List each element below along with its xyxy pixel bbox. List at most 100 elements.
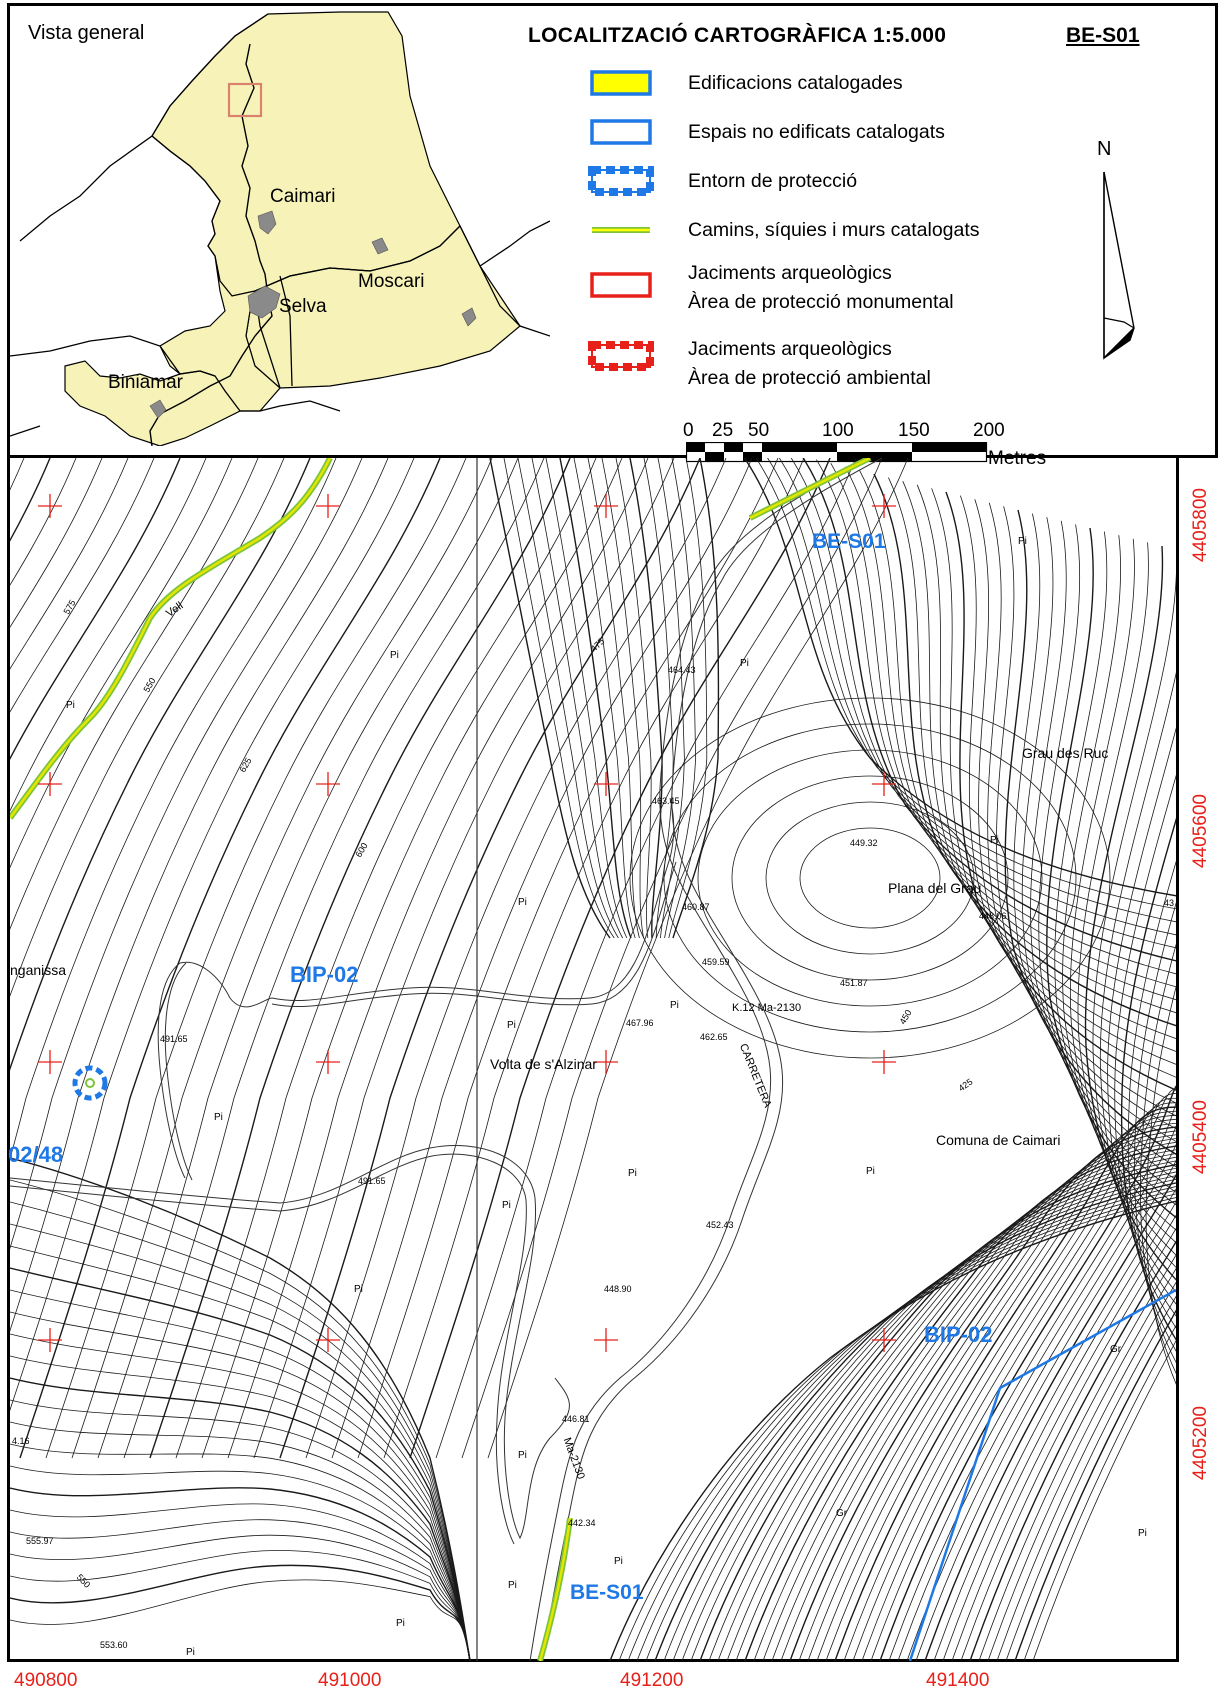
map-frame	[7, 455, 1179, 1662]
spot-elevation: 491.65	[160, 1034, 188, 1044]
spot-elevation: 555.97	[26, 1536, 54, 1546]
overview-title: Vista general	[28, 22, 145, 44]
scale-tick-100: 100	[822, 420, 854, 441]
north-arrow-icon	[1103, 171, 1135, 360]
veg-code: Pi	[518, 897, 527, 908]
legend-label-paths: Camins, síquies i murs catalogats	[688, 219, 980, 241]
veg-code: Pi	[1138, 1528, 1147, 1539]
spot-elevation: 446.81	[562, 1414, 590, 1424]
spot-elevation: 459.59	[702, 957, 730, 967]
veg-code: Gr	[1110, 1344, 1122, 1355]
scale-tick-50: 50	[748, 420, 770, 441]
scale-tick-200: 200	[973, 420, 1005, 441]
legend-symbol-archaeo-monumental	[590, 272, 652, 298]
spot-elevation: 442.34	[568, 1518, 596, 1528]
spot-elevation: 464.43	[668, 665, 696, 675]
legend-label-archaeo-ambiental: Àrea de protecció ambiental	[688, 367, 931, 389]
place-plana-del-grau: Plana del Grau	[888, 880, 982, 896]
veg-code: Pi	[507, 1020, 516, 1031]
overview-urban-areas	[149, 210, 477, 419]
veg-code: Pi	[214, 1112, 223, 1123]
spot-elevation: 460.87	[682, 902, 710, 912]
zone-label-bip-02-east: BIP-02	[924, 1322, 993, 1347]
veg-code: Pi	[740, 658, 749, 669]
main-map	[10, 458, 1176, 1661]
scale-tick-150: 150	[898, 420, 930, 441]
spot-elevation: 4.16	[12, 1436, 30, 1446]
spot-elevation: 452.43	[706, 1220, 734, 1230]
veg-code: Pi	[354, 1284, 363, 1295]
legend-symbols	[588, 70, 654, 371]
scale-tick-0: 0	[683, 420, 694, 441]
x-tick-490800: 490800	[14, 1670, 78, 1691]
spot-elevation: 43	[1164, 898, 1175, 908]
veg-code: Pi	[670, 1000, 679, 1011]
zone-label-02-48: 02/48	[8, 1142, 64, 1167]
overview-map	[10, 11, 550, 446]
place-nganissa: nganissa	[10, 962, 67, 978]
veg-code: Pi	[390, 650, 399, 661]
contour-lines	[10, 458, 1176, 1661]
spot-elevation: 463.45	[652, 796, 680, 806]
legend-symbol-protection-area	[588, 166, 654, 196]
scale-tick-25: 25	[712, 420, 734, 441]
legend-symbol-buildings	[590, 70, 652, 96]
y-tick-4405200: 4405200	[1190, 1406, 1211, 1480]
spot-elevation: 449.32	[850, 838, 878, 848]
veg-code: Pi	[1018, 536, 1027, 547]
zone-label-be-s01-top: BE-S01	[812, 530, 886, 553]
y-tick-4405400: 4405400	[1190, 1100, 1211, 1174]
overview-river	[149, 43, 273, 446]
place-grau-des-ruc: Grau des Ruc	[1022, 745, 1109, 761]
spot-elevation: 448.90	[604, 1284, 632, 1294]
zone-boundary-lines	[908, 1288, 1176, 1661]
spot-elevation: 491.65	[358, 1176, 386, 1186]
place-volta-de-salzinar: Volta de s'Alzinar	[490, 1056, 597, 1072]
veg-code: Pi	[186, 1647, 195, 1658]
legend-label-open-spaces: Espais no edificats catalogats	[688, 121, 945, 143]
veg-code: Pi	[866, 1166, 875, 1177]
veg-code: Pi	[518, 1450, 527, 1461]
spot-elevation: 553.60	[100, 1640, 128, 1650]
veg-code: Gr	[836, 1508, 848, 1519]
y-tick-4405600: 4405600	[1190, 794, 1211, 868]
spot-elevation: 467.96	[626, 1018, 654, 1028]
town-label-selva: Selva	[279, 296, 327, 317]
spot-elevation: 462.65	[700, 1032, 728, 1042]
x-tick-491000: 491000	[318, 1670, 382, 1691]
legend-label-protection-area: Entorn de protecció	[688, 170, 858, 192]
y-tick-4405800: 4405800	[1190, 488, 1211, 562]
x-tick-491400: 491400	[926, 1670, 990, 1691]
scale-bar	[686, 442, 988, 463]
town-label-caimari: Caimari	[270, 186, 336, 207]
legend-symbol-open-spaces	[590, 119, 652, 145]
veg-code: Pi	[396, 1618, 405, 1629]
veg-code: Pi	[508, 1580, 517, 1591]
grid-crosses	[38, 494, 896, 1352]
spot-elevation: 451.87	[840, 978, 868, 988]
legend-label-archaeo-monumental: Àrea de protecció monumental	[688, 291, 954, 313]
road-secondary	[10, 797, 677, 1545]
legend-label-archaeo-2: Jaciments arqueològics	[688, 338, 892, 360]
overview-locator-box	[227, 82, 263, 118]
north-label: N	[1097, 138, 1112, 160]
spot-elevation: 448.06	[979, 911, 1007, 921]
map-title: LOCALITZACIÓ CARTOGRÀFICA 1:5.000	[528, 24, 947, 47]
legend-symbol-archaeo-ambiental	[588, 341, 654, 371]
legend-label-archaeo-1: Jaciments arqueològics	[688, 262, 892, 284]
veg-code: Pi	[628, 1168, 637, 1179]
protection-area-marker	[72, 1065, 108, 1101]
veg-code: Pi	[614, 1556, 623, 1567]
veg-code: Pi	[66, 700, 75, 711]
scale-unit: Metres	[988, 448, 1047, 469]
veg-code: Pi	[990, 835, 999, 846]
x-tick-491200: 491200	[620, 1670, 684, 1691]
zone-label-bip-02-west: BIP-02	[290, 962, 359, 987]
town-label-moscari: Moscari	[358, 271, 425, 292]
zone-label-be-s01-bottom: BE-S01	[570, 1581, 644, 1604]
road-label-km: K.12 Ma-2130	[732, 1002, 802, 1014]
catalogued-path-upper	[10, 458, 872, 1661]
overview-boundaries	[10, 13, 550, 437]
town-label-biniamar: Biniamar	[108, 372, 183, 393]
